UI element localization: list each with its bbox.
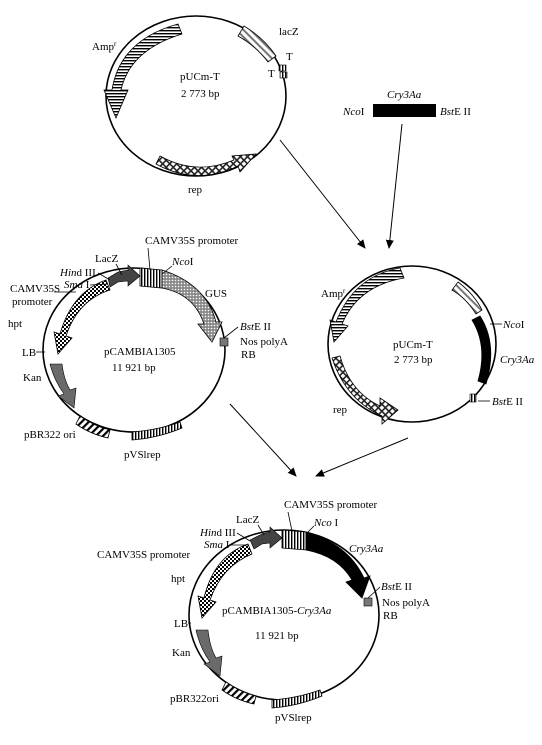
t-marker [278, 64, 287, 72]
rb-label: RB [241, 349, 256, 361]
lb-label: LB [22, 347, 36, 359]
kan-label: Kan [23, 372, 42, 384]
plasmid2-labels: CAMV35S promoter LacZ NcoI Hind III Sma … [8, 235, 288, 461]
sma-label: Sma I [64, 279, 90, 291]
camv-left-label: CAMV35S promoter [97, 549, 191, 561]
hind-label: Hind III [199, 527, 236, 539]
rb-label: RB [383, 610, 398, 622]
camv-promoter-block [281, 529, 307, 551]
camv-top-label: CAMV35S promoter [145, 235, 239, 247]
cry3aa-bar [373, 104, 436, 117]
plasmid-pcambia1305-cry3aa [188, 526, 380, 709]
lb-label: LB [174, 618, 188, 630]
insert-gene-label: Cry3Aa [387, 89, 422, 101]
pvsl-rep-block [131, 421, 183, 441]
plasmid-name: pUCm-T [180, 71, 220, 83]
sma-label: Sma I [204, 539, 230, 551]
plasmid-pcambia1305 [42, 264, 229, 441]
plasmid-pucm-t-cry3aa [327, 265, 497, 425]
nos-polya-box [363, 597, 373, 607]
cry3aa-label: Cry3Aa [349, 543, 384, 555]
rep-gene-arc [155, 153, 257, 176]
bst-label: BstE II [240, 321, 271, 333]
lacz-arrow [107, 264, 141, 288]
hind-label: Hind III [59, 267, 96, 279]
lacz-label: LacZ [236, 514, 259, 526]
amp-label: Ampr [92, 40, 117, 53]
camv-top-label: CAMV35S promoter [284, 499, 378, 511]
kan-arrow [49, 363, 77, 409]
plasmid1-labels: Ampr lacZ T T pUCm-T 2 773 bp rep [92, 26, 299, 196]
pvsl-label: pVSlrep [275, 712, 312, 724]
arrow-pucm-cry-to-final [315, 437, 409, 477]
rep-label: rep [188, 184, 203, 196]
plasmid-name: pCAMBIA1305-Cry3Aa [222, 605, 332, 617]
amp-gene-arc [103, 23, 183, 120]
lacz-label: lacZ [279, 26, 299, 38]
plasmid-name: pCAMBIA1305 [104, 346, 176, 358]
lacz-segment [451, 281, 483, 315]
arrow-insert-to-ligation [385, 123, 403, 249]
ori-label: pBR322 ori [24, 429, 76, 441]
rep-label: rep [333, 404, 348, 416]
plasmid-pucm-t-top [103, 15, 288, 177]
nos-polya-box [219, 337, 229, 347]
camv-left-label-2: promoter [12, 296, 53, 308]
t-marker [469, 393, 477, 403]
plasmid-size: 11 921 bp [112, 362, 156, 374]
nos-polya-label: Nos polyA [240, 336, 288, 348]
cry3aa-arrow [305, 531, 371, 599]
plasmid3-labels: Ampr NcoI Cry3Aa BstE II pUCm-T 2 773 bp… [321, 287, 535, 416]
gus-label: GUS [205, 288, 227, 300]
pbr322-ori-block [75, 415, 111, 439]
plasmid-size: 2 773 bp [181, 88, 220, 100]
camv-promoter-block [139, 267, 163, 289]
plasmid-size: 11 921 bp [255, 630, 299, 642]
plasmid-name: pUCm-T [393, 339, 433, 351]
amp-gene-arc [329, 267, 405, 343]
plasmid4-labels: CAMV35S promoter LacZ Nco I Cry3Aa Hind … [97, 499, 430, 724]
nos-polya-label: Nos polyA [382, 597, 430, 609]
bst-label: BstE II [381, 581, 412, 593]
hpt-label: hpt [171, 573, 185, 585]
hpt-label: hpt [8, 318, 22, 330]
cry3aa-arc [471, 315, 492, 385]
cry3aa-label: Cry3Aa [500, 354, 535, 366]
kan-arrow [195, 629, 223, 677]
ori-label: pBR322ori [170, 693, 219, 705]
pbr322-ori-block [221, 681, 257, 705]
nco-label: Nco I [313, 517, 338, 529]
nco-label: NcoI [171, 256, 194, 268]
camv-left-label: CAMV35S [10, 283, 60, 295]
nco-site-label: NcoI [342, 106, 365, 118]
gus-gene-arc [161, 269, 223, 343]
rep-gene-arc [331, 355, 399, 425]
t-marker [279, 71, 288, 79]
amp-label: Ampr [321, 287, 346, 300]
t-label: T [286, 51, 293, 63]
kan-label: Kan [172, 647, 191, 659]
camv-hpt-arc [53, 279, 111, 355]
bst-label: BstE II [492, 396, 523, 408]
arrow-pcambia-to-final [229, 403, 297, 477]
cry3aa-insert: Cry3Aa NcoI BstE II [342, 89, 471, 118]
nco-label: NcoI [502, 319, 525, 331]
lacz-segment [237, 25, 277, 63]
bst-site-label: BstE II [440, 106, 471, 118]
lacz-label: LacZ [95, 253, 118, 265]
lacz-arrow [249, 526, 283, 550]
plasmid-size: 2 773 bp [394, 354, 433, 366]
pvsl-rep-block [271, 689, 323, 709]
t-label: T [268, 68, 275, 80]
camv-hpt-arc [197, 543, 253, 619]
pvsl-label: pVSlrep [124, 449, 161, 461]
arrow-plasmid1-to-ligation [279, 139, 366, 249]
